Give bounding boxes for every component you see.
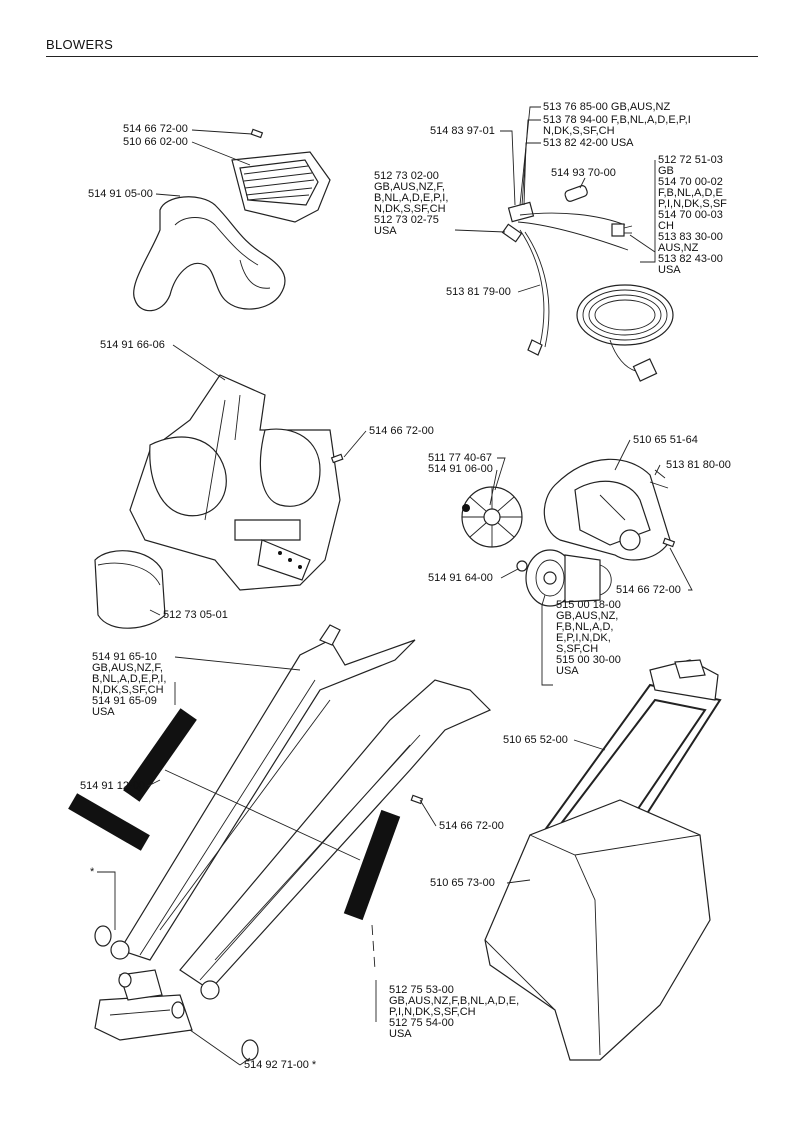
part-label-512-73-05-01: 512 73 05-01 (163, 609, 228, 621)
power-cord-part (501, 185, 633, 356)
part-label-510-65-51-64: 510 65 51-64 (633, 434, 698, 446)
part-label-513-81-79-00: 513 81 79-00 (446, 286, 511, 298)
fan-impeller-part (461, 486, 523, 548)
part-label-514-66-72-00: 514 66 72-00 (616, 584, 681, 596)
wheel-housing-part (94, 969, 193, 1041)
assembly-dash-line (164, 769, 361, 861)
wheel-part (94, 925, 259, 1061)
part-label-512-73-02-00: 512 73 02-00 GB,AUS,NZ,F, B,NL,A,D,E,P,I… (374, 170, 449, 237)
fan-nut-part (516, 560, 528, 572)
blower-housing-part (129, 374, 341, 591)
tube-screw-part (410, 794, 424, 805)
cord-coil-part (576, 284, 674, 382)
part-label-514-91-65-10: 514 91 65-10 GB,AUS,NZ,F, B,NL,A,D,E,P,I… (92, 651, 167, 718)
part-label-asterisk: * (90, 866, 95, 878)
part-label-512-75-53-00: 512 75 53-00 GB,AUS,NZ,F,B,NL,A,D,E, P,I… (389, 984, 520, 1040)
leader-lines (97, 106, 693, 1066)
screw-part (250, 128, 264, 139)
part-label-510-66-02-00: 510 66 02-00 (123, 136, 188, 148)
part-label-514-66-72-00: 514 66 72-00 (439, 820, 504, 832)
part-label-514-66-72-00: 514 66 72-00 (123, 123, 188, 135)
black-strip-lower-part (68, 793, 150, 851)
housing-screw-part (330, 453, 344, 464)
part-label-514-66-72-00: 514 66 72-00 (369, 425, 434, 437)
part-label-513-76-85-00: 513 76 85-00 GB,AUS,NZ (543, 101, 671, 113)
part-label-515-00-18-00: 515 00 18-00 GB,AUS,NZ, F,B,NL,A,D, E,P,… (556, 599, 621, 677)
motor-screw-part (662, 537, 676, 548)
electric-motor-part (525, 549, 612, 607)
part-label-511-77-40-67: 511 77 40-67 514 91 06-00 (428, 452, 493, 475)
nozzle-cap-part (94, 550, 166, 629)
black-strip-upper-part (123, 708, 197, 802)
part-label-514-93-70-00: 514 93 70-00 (551, 167, 616, 179)
part-label-510-65-73-00: 510 65 73-00 (430, 877, 495, 889)
assembly-dash-line (371, 924, 376, 971)
header-rule (46, 56, 758, 57)
part-label-510-65-52-00: 510 65 52-00 (503, 734, 568, 746)
motor-cover-part (543, 458, 671, 561)
part-label-514-91-12-00: 514 91 12-00 (80, 780, 145, 792)
part-label-514-91-05-00: 514 91 05-00 (88, 188, 153, 200)
part-label-512-72-51-03: 512 72 51-03 GB 514 70 00-02 F,B,NL,A,D,… (658, 154, 727, 276)
black-strip-right-part (343, 809, 401, 921)
part-label-513-81-80-00: 513 81 80-00 (666, 459, 731, 471)
part-label-514-91-64-00: 514 91 64-00 (428, 572, 493, 584)
part-label-514-92-71-00: 514 92 71-00 * (244, 1059, 317, 1071)
part-label-513-82-42-00: 513 82 42-00 USA (543, 137, 634, 149)
part-label-514-91-66-06: 514 91 66-06 (100, 339, 165, 351)
part-label-513-78-94-00: 513 78 94-00 F,B,NL,A,D,E,P,I N,DK,S,SF,… (543, 114, 691, 137)
collection-bag-part (484, 799, 711, 1061)
grille-cover-part (231, 151, 331, 223)
page-header-title: BLOWERS (46, 37, 114, 52)
handle-loop-part (133, 196, 286, 312)
blower-tube-part (110, 624, 492, 1000)
part-label-514-83-97-01: 514 83 97-01 (430, 125, 495, 137)
